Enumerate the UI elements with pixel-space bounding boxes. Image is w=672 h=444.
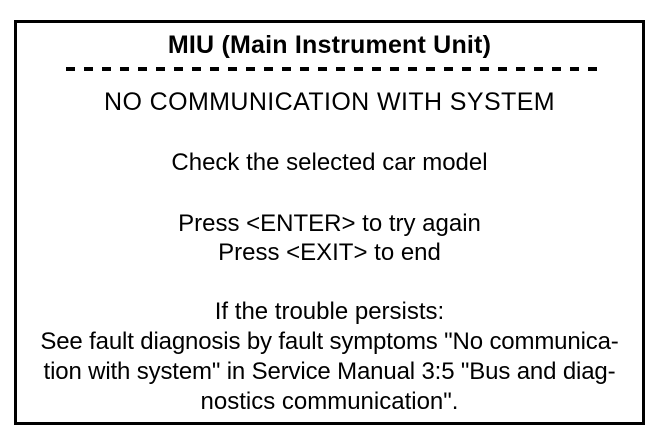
instruction-text: Check the selected car model	[171, 149, 488, 176]
page-title: MIU (Main Instrument Unit)	[167, 31, 492, 59]
status-message: NO COMMUNICATION WITH SYSTEM	[104, 88, 555, 116]
key-prompt-exit: Press <EXIT> to end	[218, 239, 441, 266]
dashed-divider	[66, 67, 599, 71]
miu-message-panel: MIU (Main Instrument Unit) NO COMMUNICAT…	[14, 20, 645, 425]
key-prompt-enter: Press <ENTER> to try again	[178, 210, 481, 237]
trouble-reference-line: See fault diagnosis by fault symptoms "N…	[40, 328, 619, 355]
trouble-heading: If the trouble persists:	[214, 298, 445, 325]
trouble-reference-line: tion with system" in Service Manual 3:5 …	[43, 358, 616, 385]
trouble-reference-line: nostics communication".	[200, 388, 459, 415]
